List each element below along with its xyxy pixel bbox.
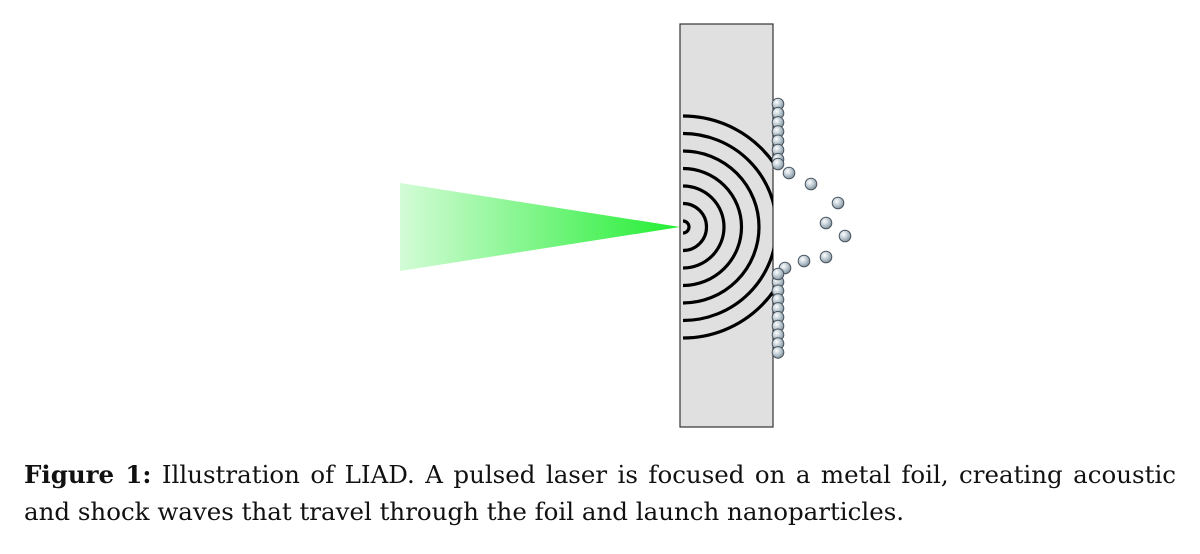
nanoparticle [771, 157, 785, 171]
nanoparticle [804, 177, 818, 191]
liad-illustration [400, 23, 852, 428]
laser-beam [400, 183, 680, 271]
nanoparticle [797, 254, 811, 268]
nanoparticle [838, 229, 852, 243]
wave-front [682, 184, 726, 270]
nanoparticle [819, 250, 833, 264]
nanoparticle [771, 346, 785, 359]
nanoparticle [771, 267, 785, 281]
acoustic-shock-waves [682, 114, 773, 340]
surface-particles-top [771, 97, 785, 166]
wave-front [682, 149, 761, 305]
wave-front [682, 166, 744, 288]
wave-front [682, 201, 709, 253]
nanoparticle [782, 166, 796, 180]
figure-caption: Figure 1: Illustration of LIAD. A pulsed… [24, 456, 1176, 530]
wave-front [682, 114, 773, 340]
nanoparticle [819, 216, 833, 230]
wave-front [682, 131, 773, 323]
figure-caption-text: Illustration of LIAD. A pulsed laser is … [24, 460, 1177, 526]
figure-caption-label: Figure 1: [24, 460, 152, 489]
nanoparticle [831, 196, 845, 210]
launched-nanoparticles [771, 157, 852, 281]
wave-front [682, 219, 691, 235]
surface-particles-bottom [771, 275, 785, 359]
